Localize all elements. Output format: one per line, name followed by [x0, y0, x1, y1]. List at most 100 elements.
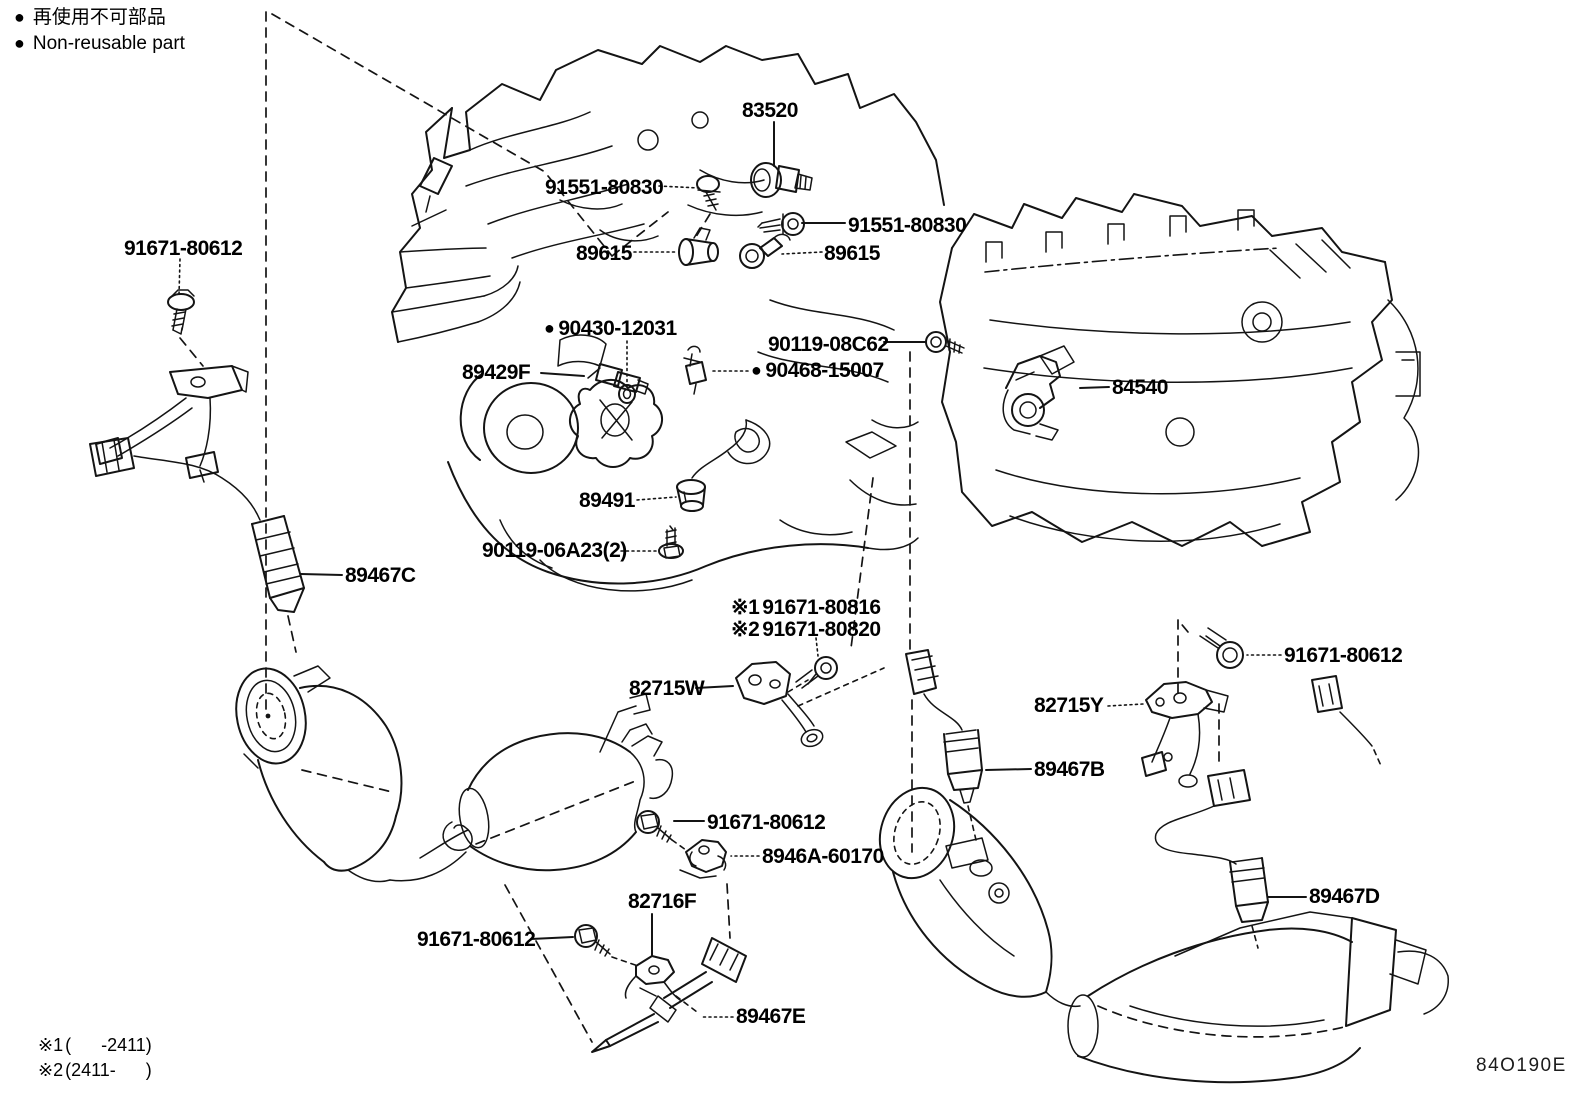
part-number: 89491	[579, 489, 635, 512]
part-callout-89467E[interactable]: 89467E	[736, 1005, 806, 1028]
leader-lines	[178, 121, 1307, 1018]
part-91671-80612-top-left-drawing	[167, 289, 195, 335]
part-number: 89429F	[462, 361, 531, 384]
part-90468-15007-drawing	[683, 345, 707, 395]
part-callout-90119-06A23[interactable]: 90119-06A23(2)	[482, 540, 627, 561]
part-callout-90468-15007[interactable]: ●90468-15007	[751, 360, 884, 381]
part-82715Y-drawing	[1141, 681, 1229, 788]
legend-jp-text: 再使用不可部品	[32, 7, 166, 28]
part-number: 91671-80816	[762, 596, 881, 619]
part-91671-80612-right-drawing	[1199, 627, 1244, 669]
part-number: 91671-80612	[1284, 644, 1403, 667]
footnote-2-text: (2411- )	[65, 1060, 152, 1080]
part-89429F-drawing	[587, 363, 649, 395]
part-number: 8946A-60170	[762, 845, 884, 868]
part-number: 82715W	[629, 677, 705, 700]
front-pipe-left-line-art	[235, 665, 674, 883]
part-callout-90430-12031[interactable]: ●90430-12031	[544, 318, 677, 339]
catalyst-middle-line-art	[878, 786, 1081, 1008]
part-number: 90119-08C62	[768, 333, 889, 356]
part-number: 91671-80612	[707, 811, 826, 834]
legend-line-en: ● Non-reusable part	[14, 34, 185, 53]
part-91671-80612-bottom-left-drawing	[574, 924, 611, 957]
part-number: 82716F	[628, 890, 697, 913]
part-callout-83520[interactable]: 83520	[742, 100, 798, 121]
non-reusable-bullet-icon: ●	[14, 7, 25, 27]
part-number: 89615	[824, 242, 880, 265]
part-number: 82715Y	[1034, 694, 1104, 717]
part-number: 83520	[742, 99, 798, 122]
part-89491-drawing	[676, 479, 706, 512]
footnote-1-text: ( -2411)	[65, 1035, 152, 1055]
part-number: 91671-80612	[417, 928, 536, 951]
part-91551-80830-right-drawing	[757, 212, 805, 236]
part-90119-08C62-drawing	[925, 331, 965, 354]
variant-mark: ※1	[731, 596, 760, 619]
part-90119-06A23-drawing	[658, 525, 684, 559]
part-number: 91551-80830	[848, 214, 967, 237]
part-callout-91671-80612-right[interactable]: 91671-80612	[1284, 644, 1403, 667]
part-number: 90119-06A23(2)	[482, 539, 627, 562]
part-callout-91671-80612-bottom-left[interactable]: 91671-80612	[417, 928, 536, 951]
part-number: 84540	[1112, 376, 1168, 399]
part-89615-left-drawing	[678, 227, 719, 266]
footnote-2: ※2(2411- )	[18, 1043, 152, 1097]
part-82715W-drawing	[735, 661, 824, 748]
part-82715X-drawing	[95, 365, 249, 483]
part-89615-right-drawing	[739, 233, 791, 269]
part-number: 90430-12031	[558, 317, 677, 340]
part-callout-89491[interactable]: 89491	[579, 490, 635, 511]
part-callout-91671-80612-top-left[interactable]: 91671-80612	[124, 237, 243, 260]
part-callout-82716F[interactable]: 82716F	[628, 890, 697, 913]
part-89467B-drawing	[905, 649, 983, 804]
part-91551-80830-left-drawing	[696, 175, 721, 211]
part-84540-drawing	[1002, 345, 1075, 441]
part-number: 91671-80820	[762, 618, 881, 641]
part-callout-89429F[interactable]: 89429F	[462, 361, 531, 384]
non-reusable-bullet-icon: ●	[544, 318, 555, 338]
part-number: 90468-15007	[765, 359, 884, 382]
part-callout-91551-80830-left[interactable]: 91551-80830	[545, 176, 664, 199]
part-83520-drawing	[750, 162, 813, 198]
part-callout-8946A-60170[interactable]: 8946A-60170	[762, 846, 884, 867]
part-callout-89615-left[interactable]: 89615	[576, 243, 632, 264]
part-number: 89467B	[1034, 758, 1105, 781]
part-callout-84540[interactable]: 84540	[1112, 377, 1168, 398]
engine-front-line-art	[391, 45, 945, 592]
engine-rear-line-art	[939, 193, 1421, 547]
part-number: 89467C	[345, 564, 416, 587]
part-91671-80612-mid-drawing	[636, 810, 673, 843]
part-89467E-drawing	[591, 937, 747, 1053]
variant-mark: ※2	[731, 618, 760, 641]
footnote-1-mark: ※1	[38, 1035, 64, 1055]
part-callout-82715W[interactable]: 82715W	[629, 677, 705, 700]
diagram-code: 84O190E	[1476, 1055, 1567, 1076]
part-callout-89615-right[interactable]: 89615	[824, 243, 880, 264]
part-number: 89467E	[736, 1005, 806, 1028]
part-callout-90119-08C62[interactable]: 90119-08C62	[768, 334, 889, 355]
construction-lines	[179, 11, 1383, 1043]
part-callout-91671-80612-mid[interactable]: 91671-80612	[707, 811, 826, 834]
part-number: 91551-80830	[545, 176, 664, 199]
non-reusable-bullet-icon: ●	[14, 33, 25, 53]
footnote-2-mark: ※2	[38, 1060, 64, 1080]
footnote-1: ※1( -2411)	[18, 1018, 152, 1072]
non-reusable-bullet-icon: ●	[751, 360, 762, 380]
catalyst-right-line-art	[1067, 911, 1449, 1084]
part-callout-82715Y[interactable]: 82715Y	[1034, 694, 1104, 717]
part-callout-91551-80830-right[interactable]: 91551-80830	[848, 214, 967, 237]
part-callout-89467D[interactable]: 89467D	[1309, 886, 1380, 907]
part-callout-89467B[interactable]: 89467B	[1034, 759, 1105, 780]
legend-en-text: Non-reusable part	[32, 33, 185, 54]
part-number: 91671-80612	[124, 237, 243, 260]
part-callout-89467C[interactable]: 89467C	[345, 565, 416, 586]
part-89467C-drawing	[89, 437, 305, 613]
part-number: 89467D	[1309, 885, 1380, 908]
part-91671-8081x-bolt-drawing	[795, 656, 838, 689]
part-8946A-60170-drawing	[679, 839, 727, 879]
part-number: 89615	[576, 242, 632, 265]
